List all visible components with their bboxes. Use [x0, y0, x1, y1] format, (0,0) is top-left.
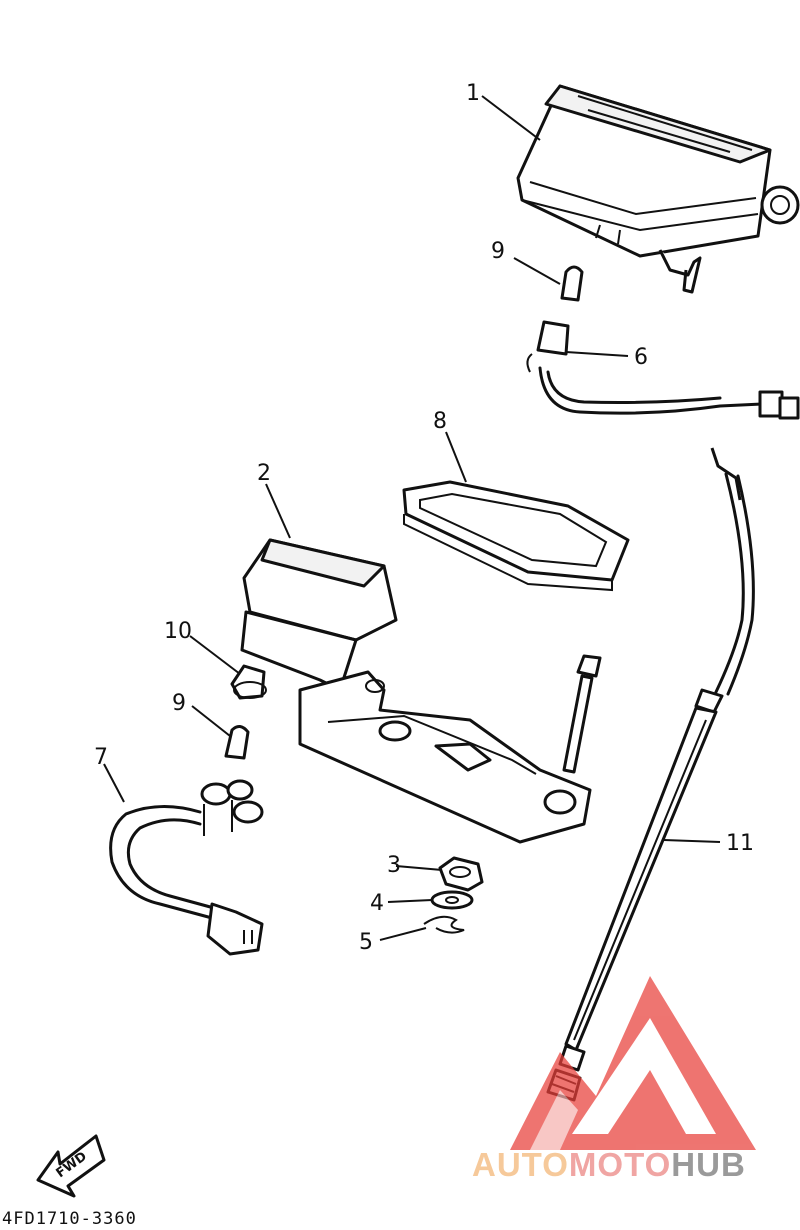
- callout-8: 8: [433, 409, 447, 434]
- part-3-grommet: [438, 856, 484, 892]
- callout-4: 4: [370, 891, 384, 916]
- brand-moto: MOTO: [568, 1146, 672, 1183]
- part-7-harness: [109, 779, 264, 956]
- callout-3: 3: [387, 853, 401, 878]
- fwd-arrow: FWD: [36, 1134, 106, 1198]
- part-8-gasket: [402, 480, 630, 592]
- callout-5: 5: [359, 930, 373, 955]
- callout-2: 2: [257, 461, 271, 486]
- part-2-meter-assembly: [240, 538, 592, 844]
- watermark-logo: [510, 976, 756, 1150]
- callout-7: 7: [94, 745, 108, 770]
- callout-6: 6: [634, 345, 648, 370]
- callout-10: 10: [164, 619, 192, 644]
- bolt: [562, 654, 602, 774]
- leader-lines: [103, 95, 721, 941]
- part-5-clip: [423, 915, 465, 934]
- brand-auto: AUTO: [472, 1146, 569, 1183]
- drawing-code: 4FD1710-3360: [2, 1209, 137, 1229]
- callout-11: 11: [726, 831, 754, 856]
- part-9-bulb-lower: [224, 725, 250, 760]
- part-1-meter-housing: [516, 84, 800, 294]
- callout-9-lower: 9: [172, 691, 186, 716]
- part-9-bulb-upper: [560, 265, 584, 302]
- watermark-brand: AUTOMOTOHUB: [472, 1146, 746, 1184]
- brand-hub: HUB: [671, 1146, 746, 1183]
- part-4-washer: [430, 890, 474, 910]
- callout-1: 1: [466, 81, 480, 106]
- callout-labels: 1 2 3 4 5 6 7 8 9 9 10 11: [94, 81, 754, 955]
- callout-9-upper: 9: [491, 239, 505, 264]
- part-6-socket-wire: [526, 320, 800, 420]
